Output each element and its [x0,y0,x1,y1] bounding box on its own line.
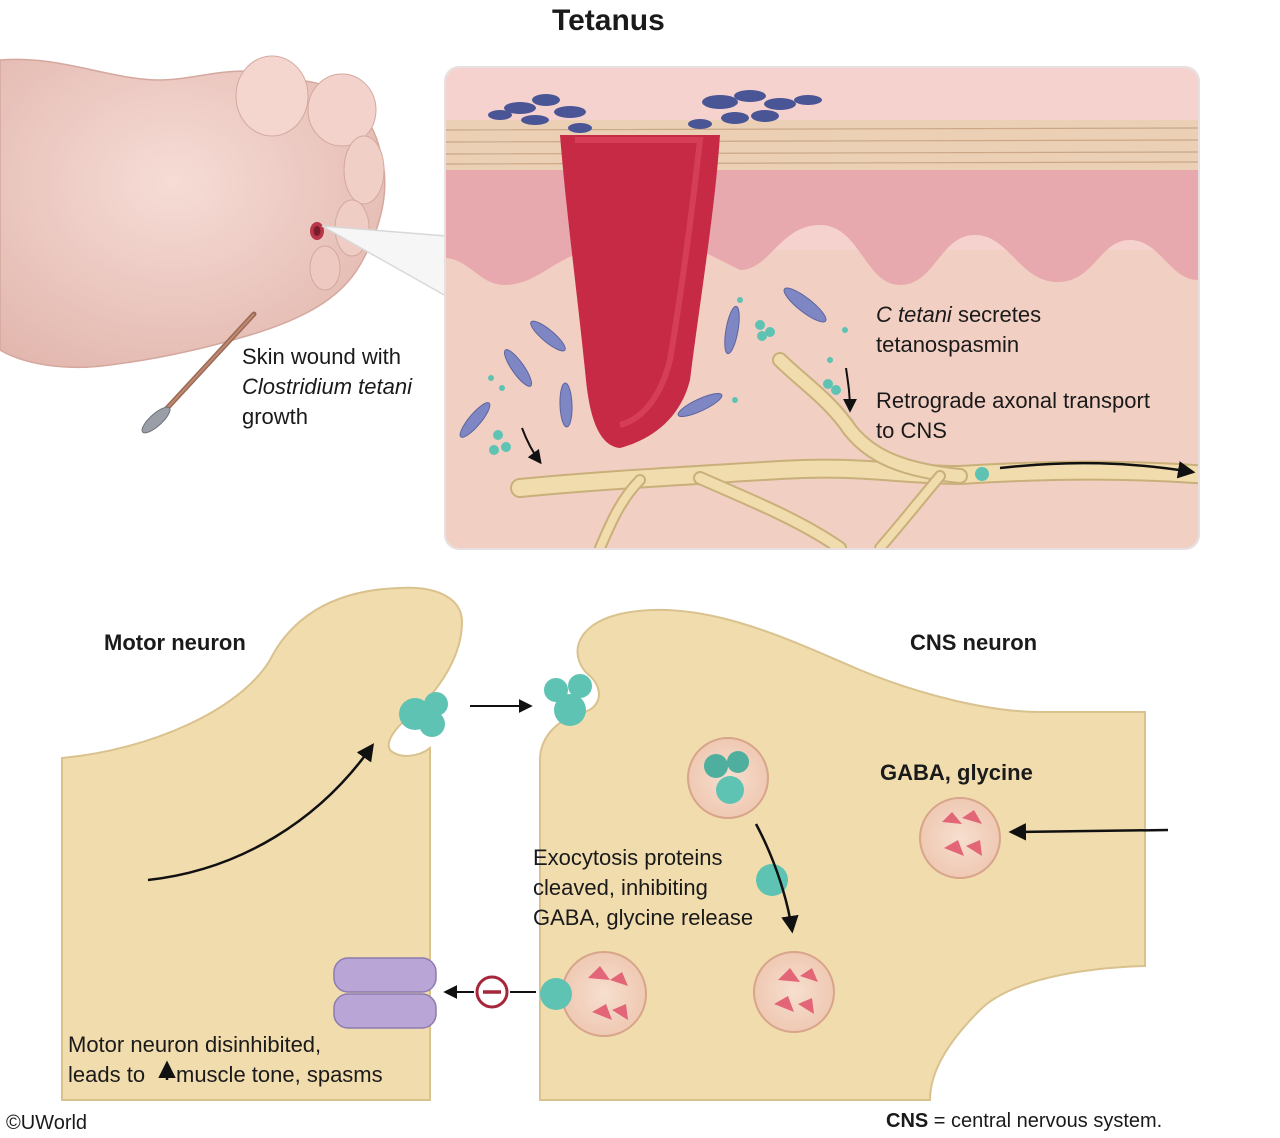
foot [0,55,386,368]
label-disinhibited-2a: leads to [68,1062,146,1087]
gaba-vesicle-middle [753,951,835,1033]
label-skin-wound-2: Clostridium tetani [242,374,412,399]
label-disinhibited-1: Motor neuron disinhibited, [68,1032,322,1057]
cns-neuron-body [539,608,1146,1101]
label-tetanospasmin: tetanospasmin [876,332,1020,357]
page-title: Tetanus [552,4,665,37]
label-disinhibited-2b: muscle tone, spasms [176,1062,383,1087]
nail [141,311,257,434]
nerve-axons [510,352,1198,548]
copyright: ©UWorld [6,1112,88,1134]
receptor-channel [333,957,437,1029]
label-gaba-glycine: GABA, glycine [880,760,1033,785]
bacteria-colony [488,90,822,133]
toxin-molecule-left [399,692,448,737]
label-exocytosis-2: cleaved, inhibiting [533,875,708,900]
label-exocytosis-1: Exocytosis proteins [533,845,723,870]
toxin-particles [488,297,848,455]
bacilli [459,287,827,438]
label-motor-neuron: Motor neuron [104,630,246,655]
abbreviation-note: CNS = central nervous system. [886,1106,1162,1136]
gaba-arrow [1008,823,1169,841]
label-retrograde-2: to CNS [876,418,947,443]
abbreviation-definition: = central nervous system. [928,1110,1163,1132]
gaba-vesicle-right [919,797,1001,879]
label-retrograde-1: Retrograde axonal transport [876,388,1150,413]
label-exocytosis-3: GABA, glycine release [533,905,754,930]
label-secretes-verb: secretes [951,302,1042,327]
label-skin-wound-3: growth [242,404,309,429]
toxin-at-membrane [540,978,572,1010]
wound-channel [560,135,720,448]
retrograde-arrow [147,743,375,882]
label-skin-wound-1: Skin wound with [242,344,401,369]
vesicle-arrow [754,823,799,934]
label-cns-neuron: CNS neuron [910,630,1038,655]
toxin-free [756,864,788,896]
toxin-molecule-right [544,674,592,726]
gaba-vesicle-docked [561,951,647,1037]
label-secretes: C tetani secretes [876,300,1041,330]
abbreviation-term: CNS [886,1110,929,1132]
skin-cross-section [446,68,1198,548]
label-secretes-species: C tetani [876,302,952,327]
